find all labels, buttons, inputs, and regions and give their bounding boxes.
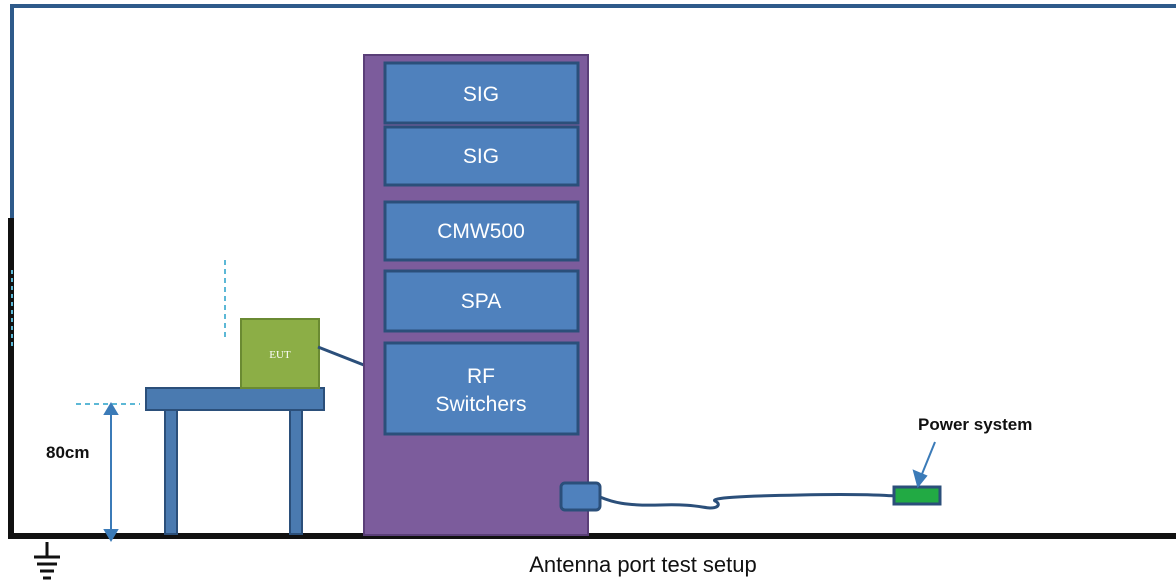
eut-label: EUT [269,349,291,361]
ground-plane [8,533,1176,539]
rack-unit-sig-1 [383,61,580,125]
rack-unit-rf-switchers-label-line1: RF [467,365,495,388]
rack-unit-sig-2 [383,125,580,187]
power-cable [599,493,896,510]
rack-unit-rf-switchers-label-line2: Switchers [435,393,526,416]
rack-unit-cmw500-label: CMW500 [437,220,525,243]
ground-icon [34,542,60,580]
power-arrow [912,441,936,489]
rack-unit-sig-1-label: SIG [463,83,499,106]
rack-unit-sig-2-label: SIG [463,145,499,168]
table-height-label: 80cm [46,443,89,462]
table [145,387,325,535]
power-system-label: Power system [918,415,1032,434]
eut-box [240,318,320,389]
table-top [145,387,325,411]
rack-unit-cmw500 [383,200,580,262]
table-leg-left [164,409,178,535]
diagram-caption: Antenna port test setup [529,552,757,577]
height-arrow [103,402,119,542]
rack-unit-rf-switchers [383,341,580,436]
chamber-outline [10,4,1176,220]
power-system-box [892,485,942,506]
rack-connector [559,481,602,512]
left-wall [8,218,14,538]
rack-unit-spa [383,269,580,333]
table-leg-right [289,409,303,535]
rack-unit-spa-label: SPA [461,290,501,313]
